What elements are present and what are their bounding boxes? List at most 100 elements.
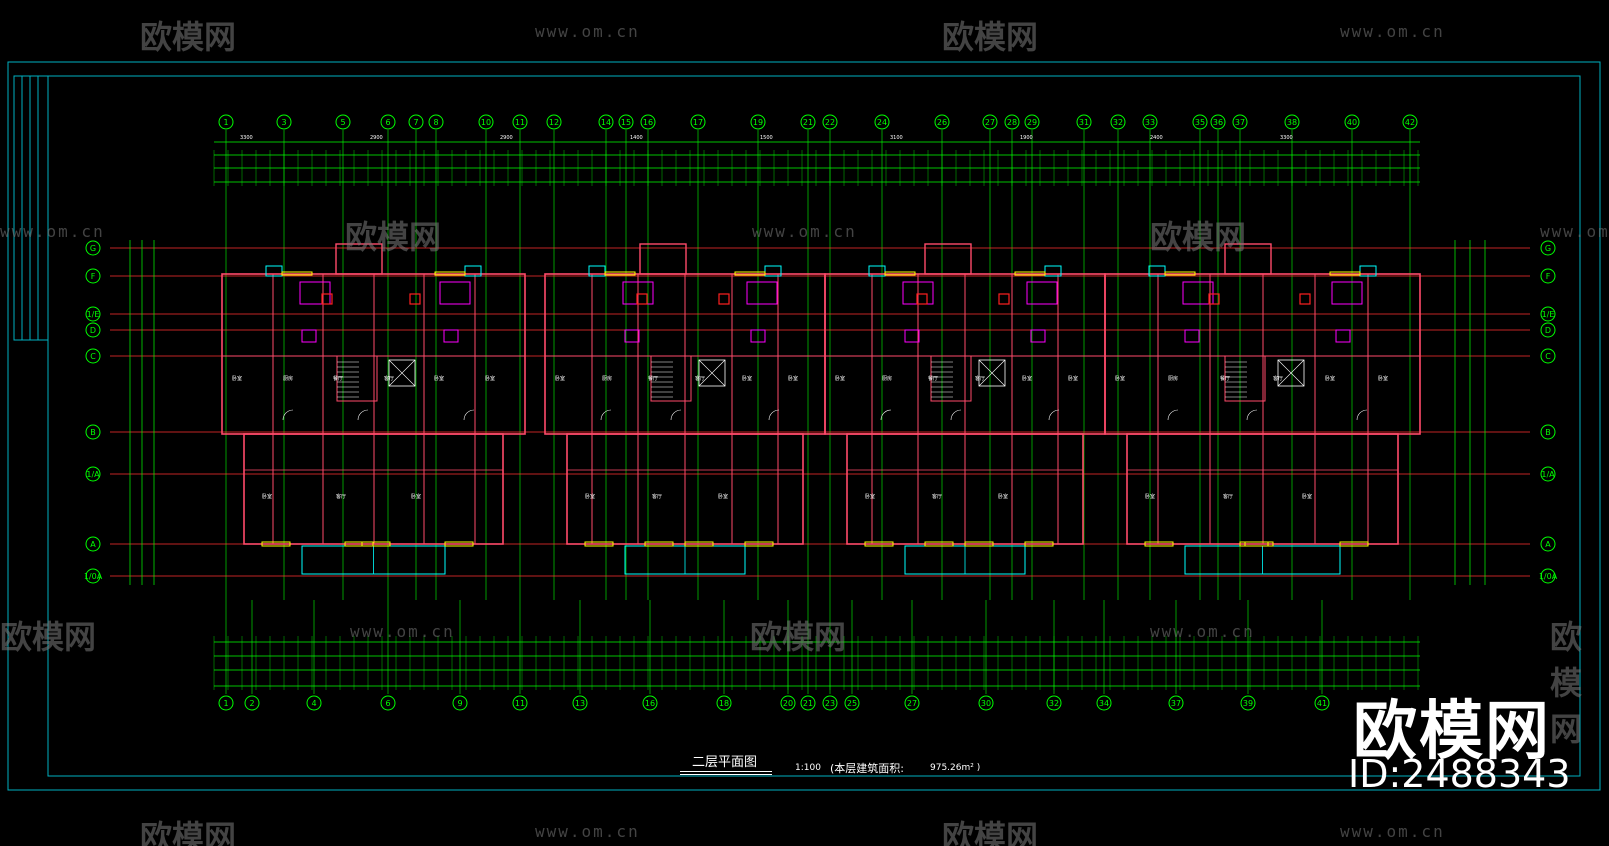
- grid-bubble-top-label: 22: [825, 118, 835, 127]
- grid-bubble-bottom: [244, 695, 260, 711]
- elevator-cross: [978, 359, 1006, 387]
- room-label: 卧室: [998, 493, 1008, 500]
- door-swing: [768, 409, 780, 421]
- kitchen-fixture: [321, 293, 333, 305]
- grid-bubble-bottom-label: 1: [223, 699, 228, 708]
- grid-bubble-left-label: 1/0A: [84, 572, 103, 581]
- grid-bubble-left: [85, 424, 101, 440]
- grid-bubble-top: [408, 114, 424, 130]
- grid-bubble-right-label: F: [1546, 272, 1551, 281]
- toilet-fixture: [443, 329, 459, 343]
- grid-bubble-top: [618, 114, 634, 130]
- toilet-fixture: [624, 329, 640, 343]
- door-swing: [950, 409, 962, 421]
- inner-frame: [47, 75, 1581, 777]
- watermark-url-8: www.om.cn: [535, 822, 640, 841]
- grid-bubble-top-label: 1: [223, 118, 228, 127]
- bathroom-fixture: [1331, 281, 1363, 305]
- grid-bubble-bottom-label: 18: [719, 699, 729, 708]
- window: [1329, 271, 1361, 276]
- stair-core: [650, 355, 692, 402]
- elevator-cross: [698, 359, 726, 387]
- grid-bubble-right: [1540, 348, 1556, 364]
- grid-bubble-bottom: [904, 695, 920, 711]
- elevator-shaft: [698, 359, 726, 387]
- grid-bubble-right: [1540, 306, 1556, 322]
- grid-bubble-right: [1540, 240, 1556, 256]
- room-label: 卧室: [718, 493, 728, 500]
- grid-bubble-bottom-label: 34: [1099, 699, 1109, 708]
- grid-bubble-right: [1540, 536, 1556, 552]
- room-label: 餐厅: [928, 375, 938, 382]
- grid-bubble-left: [85, 306, 101, 322]
- grid-bubble-bottom: [800, 695, 816, 711]
- vent-shaft: [764, 265, 782, 277]
- window: [281, 271, 313, 276]
- grid-bubble-top-label: 26: [937, 118, 947, 127]
- room-label: 卧室: [555, 375, 565, 382]
- room-label: 卧室: [742, 375, 752, 382]
- grid-bubble-bottom-label: 21: [803, 699, 813, 708]
- toilet-fixture: [904, 329, 920, 343]
- grid-bubble-right: [1540, 466, 1556, 482]
- window: [584, 541, 614, 547]
- grid-bubble-right-label: 1/A: [1541, 470, 1555, 479]
- door-swing: [670, 409, 682, 421]
- room-label: 餐厅: [333, 375, 343, 382]
- dimension-text: 2900: [500, 135, 513, 141]
- room-label: 卧室: [835, 375, 845, 382]
- room-label: 客厅: [975, 375, 985, 382]
- room-label: 客厅: [695, 375, 705, 382]
- watermark-url-5: www.om.cn: [1540, 222, 1609, 241]
- room-label: 卧室: [865, 493, 875, 500]
- grid-bubble-top-label: 15: [621, 118, 631, 127]
- grid-bubble-top-label: 24: [877, 118, 887, 127]
- window: [1164, 271, 1196, 276]
- grid-bubble-right: [1540, 268, 1556, 284]
- kitchen-fixture: [916, 293, 928, 305]
- window: [361, 541, 391, 547]
- room-label: 卧室: [232, 375, 242, 382]
- room-label: 卧室: [411, 493, 421, 500]
- grid-bubble-bottom: [380, 695, 396, 711]
- bathroom-fixture: [1182, 281, 1214, 305]
- grid-bubble-bottom-label: 16: [645, 699, 655, 708]
- window: [261, 541, 291, 547]
- grid-bubble-bottom-label: 13: [575, 699, 585, 708]
- kitchen-fixture: [718, 293, 730, 305]
- watermark-url-2: www.om.cn: [1340, 22, 1445, 41]
- room-label: 餐厅: [648, 375, 658, 382]
- grid-bubble-top: [1232, 114, 1248, 130]
- grid-bubble-left: [85, 568, 101, 584]
- window: [964, 541, 994, 547]
- grid-bubble-top: [1284, 114, 1300, 130]
- door-swing: [600, 409, 612, 421]
- grid-bubble-top-label: 35: [1195, 118, 1205, 127]
- grid-bubble-top: [1402, 114, 1418, 130]
- kitchen-fixture: [409, 293, 421, 305]
- grid-bubble-top: [1344, 114, 1360, 130]
- grid-bubble-top: [874, 114, 890, 130]
- grid-bubble-left-label: A: [90, 540, 96, 549]
- grid-bubble-top: [598, 114, 614, 130]
- grid-bubble-top-label: 28: [1007, 118, 1017, 127]
- grid-bubble-top: [380, 114, 396, 130]
- vent-shaft: [1148, 265, 1166, 277]
- window: [434, 271, 466, 276]
- grid-bubble-bottom: [1240, 695, 1256, 711]
- toilet-fixture: [1335, 329, 1351, 343]
- door-swing: [1246, 409, 1258, 421]
- window: [1024, 541, 1054, 547]
- grid-bubble-bottom: [1096, 695, 1112, 711]
- elevator-shaft: [978, 359, 1006, 387]
- window: [1014, 271, 1046, 276]
- room-label: 卧室: [1325, 375, 1335, 382]
- door-swing: [282, 409, 294, 421]
- door-swing: [357, 409, 369, 421]
- dimension-text: 1900: [1020, 135, 1033, 141]
- grid-bubble-top-label: 3: [281, 118, 286, 127]
- grid-bubble-top: [822, 114, 838, 130]
- dimension-text: 3300: [240, 135, 253, 141]
- grid-bubble-top-label: 19: [753, 118, 763, 127]
- drawing-scale: 1:100: [795, 763, 821, 773]
